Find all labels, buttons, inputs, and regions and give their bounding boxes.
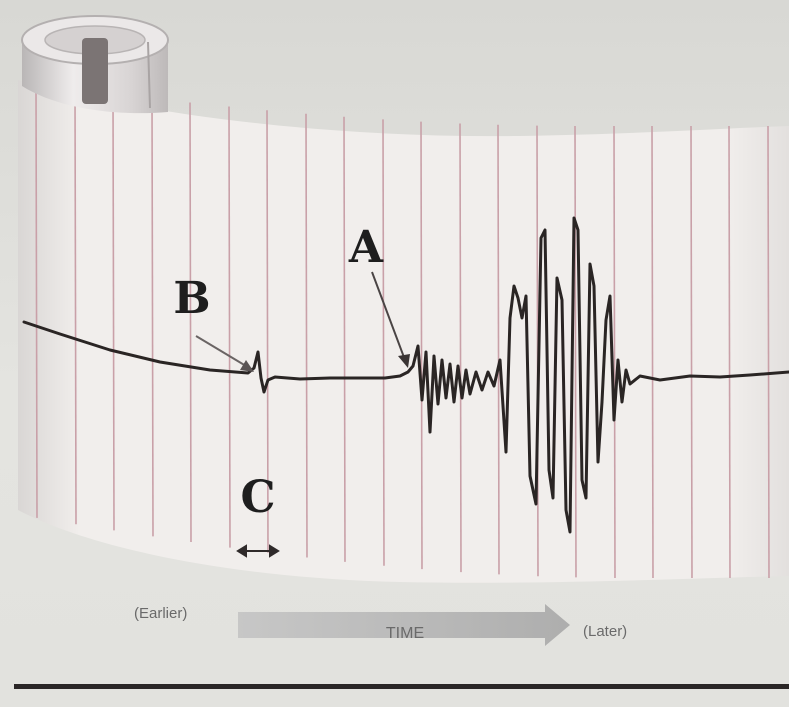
grid-line	[305, 113, 308, 558]
grid-line	[112, 93, 115, 531]
grid-line	[613, 125, 616, 578]
time-arrow	[238, 604, 570, 646]
grid-line	[382, 119, 385, 566]
grid-line	[497, 124, 500, 575]
time-label: TIME	[386, 625, 424, 642]
paper-roll	[21, 15, 169, 114]
label-c: C	[240, 472, 275, 523]
grid-line	[151, 98, 154, 537]
grid-line	[767, 125, 770, 579]
label-a-pointer	[371, 271, 406, 361]
label-b-arrowhead	[240, 360, 254, 372]
grid-line	[189, 102, 192, 543]
seismograph-trace	[22, 216, 789, 534]
label-b: B	[173, 273, 210, 324]
label-a: A	[348, 222, 384, 273]
paper-grid-lines	[35, 84, 770, 579]
bottom-rule	[14, 684, 789, 689]
time-label-earlier: (Earlier)	[134, 605, 187, 622]
grid-line	[343, 116, 346, 562]
grid-line	[266, 110, 269, 553]
grid-line	[420, 121, 423, 570]
grid-line	[228, 106, 231, 548]
label-a-arrowhead	[398, 354, 410, 368]
interval-c-arrow	[236, 544, 280, 558]
grid-line	[74, 89, 77, 525]
label-b-pointer	[195, 335, 247, 367]
grid-line	[651, 125, 654, 579]
grid-line	[459, 123, 462, 573]
time-label-later: (Later)	[583, 623, 627, 640]
grid-line	[690, 125, 693, 579]
grid-line	[728, 125, 731, 579]
grid-line	[574, 125, 577, 578]
grid-line	[35, 84, 38, 518]
